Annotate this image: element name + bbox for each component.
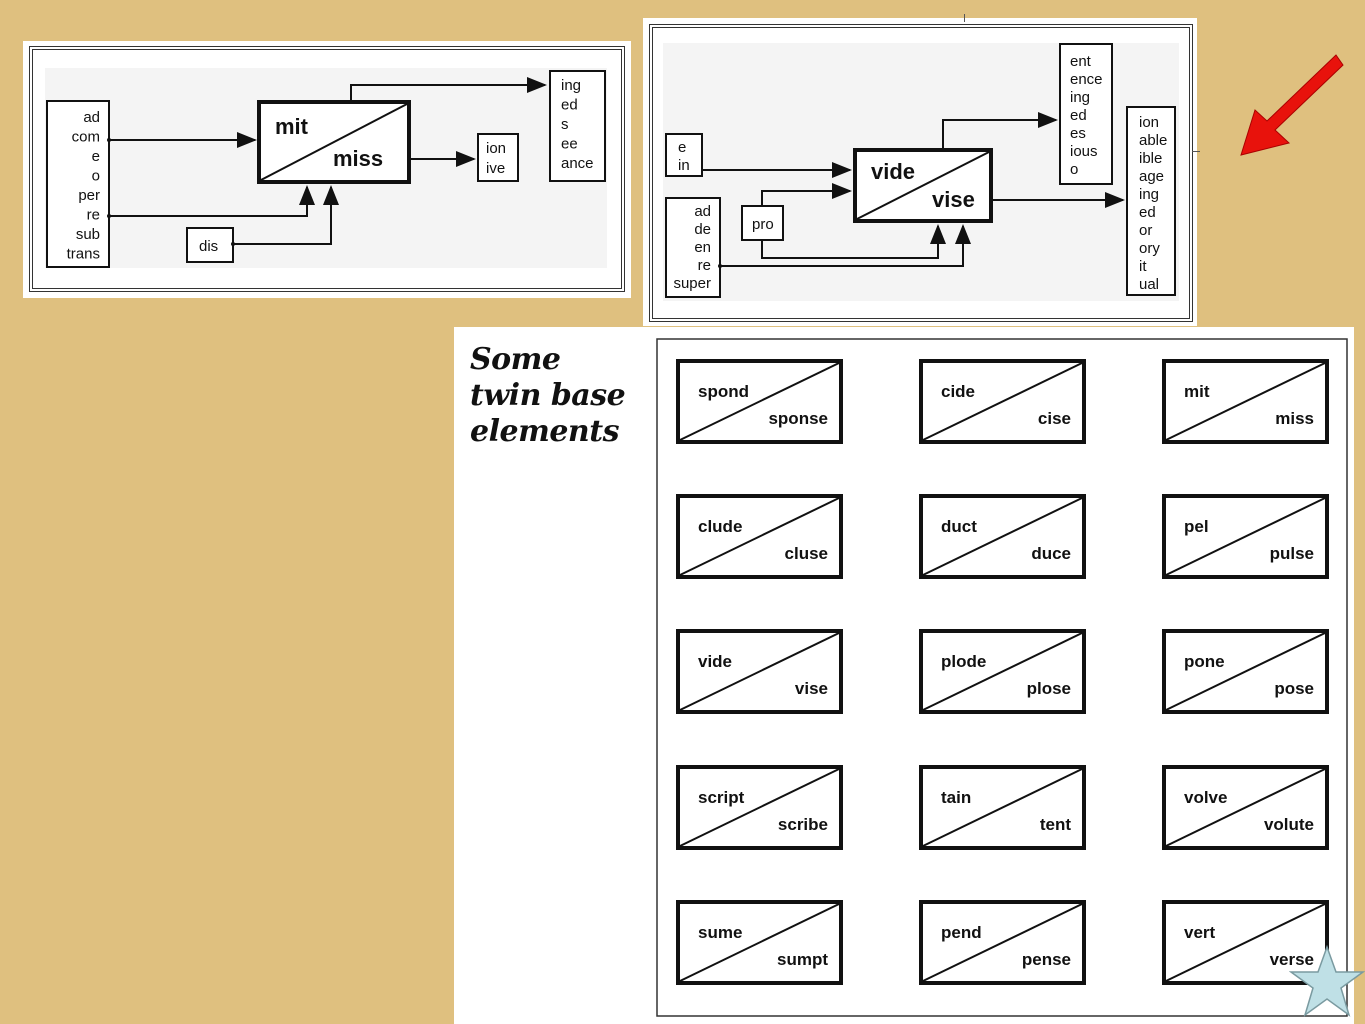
base-bottom-label: vise xyxy=(932,187,975,212)
affix-label: ed xyxy=(561,97,578,114)
affix-label: ing xyxy=(1139,186,1159,203)
affix-label: ive xyxy=(486,160,505,177)
affix-label: ed xyxy=(1139,204,1156,221)
affix-label: ent xyxy=(1070,53,1092,70)
affix-label: trans xyxy=(67,246,100,263)
extra-prefix-label: pro xyxy=(752,216,774,233)
affix-label: age xyxy=(1139,168,1164,185)
affix-label: o xyxy=(92,168,100,185)
affix-label: com xyxy=(72,129,100,146)
prefix-a-box xyxy=(665,133,703,177)
suffix-right-box xyxy=(1126,106,1176,296)
diagram-mit-miss: ad com eo per re sub trans mit miss dis ing ed s… xyxy=(45,68,607,268)
affix-label: able xyxy=(1139,132,1167,149)
extra-prefix-box xyxy=(741,205,784,241)
affix-label: re xyxy=(87,207,100,224)
diagram-mit-miss-frame xyxy=(29,46,625,292)
affix-label: ious xyxy=(1070,143,1098,160)
red-pointer-arrow-icon xyxy=(1240,54,1344,156)
affix-label: ance xyxy=(561,155,594,172)
affix-label: ory xyxy=(1139,240,1160,257)
affix-label: es xyxy=(1070,125,1086,142)
affix-label: de xyxy=(694,221,711,238)
affix-label: o xyxy=(1070,161,1078,178)
affix-label: sub xyxy=(76,226,100,243)
title-line: Some xyxy=(470,342,561,377)
affix-label: ion xyxy=(486,140,506,157)
affix-label: in xyxy=(678,157,690,174)
affix-label: per xyxy=(78,187,100,204)
affix-label: ence xyxy=(1070,71,1103,88)
diagram-vide-vise-frame xyxy=(649,24,1193,322)
panel-tick-top xyxy=(964,14,965,22)
affix-label: ion xyxy=(1139,114,1159,131)
affix-label: ad xyxy=(694,203,711,220)
prefix-b-box xyxy=(665,197,721,298)
affix-label: or xyxy=(1139,222,1152,239)
affix-label: ing xyxy=(1070,89,1090,106)
twin-base-title: Some twin base elements xyxy=(470,342,640,450)
affix-label: it xyxy=(1139,258,1147,275)
affix-label: ad xyxy=(83,109,100,126)
affix-label: re xyxy=(698,257,711,274)
affix-label: ed xyxy=(1070,107,1087,124)
base-bottom-label: miss xyxy=(333,146,383,171)
affix-label: ible xyxy=(1139,150,1162,167)
base-top-label: mit xyxy=(275,114,309,139)
prefix-box xyxy=(46,100,110,268)
star-icon[interactable] xyxy=(1289,945,1365,1019)
affix-label: ee xyxy=(561,136,578,153)
affix-label: e xyxy=(678,139,686,156)
suffix-top-box xyxy=(1059,43,1113,185)
suffix-top-box xyxy=(549,70,606,182)
affix-label: super xyxy=(673,275,711,292)
extra-prefix-label: dis xyxy=(199,238,218,255)
title-line: elements xyxy=(470,414,619,449)
panel-tick-right xyxy=(1192,151,1200,152)
affix-label: en xyxy=(694,239,711,256)
title-line: twin base xyxy=(470,378,626,413)
suffix-right-box xyxy=(477,133,519,182)
affix-label: ual xyxy=(1139,276,1159,293)
affix-label: ing xyxy=(561,77,581,94)
affix-label: e xyxy=(92,148,100,165)
base-top-label: vide xyxy=(871,159,915,184)
affix-label: s xyxy=(561,116,569,133)
